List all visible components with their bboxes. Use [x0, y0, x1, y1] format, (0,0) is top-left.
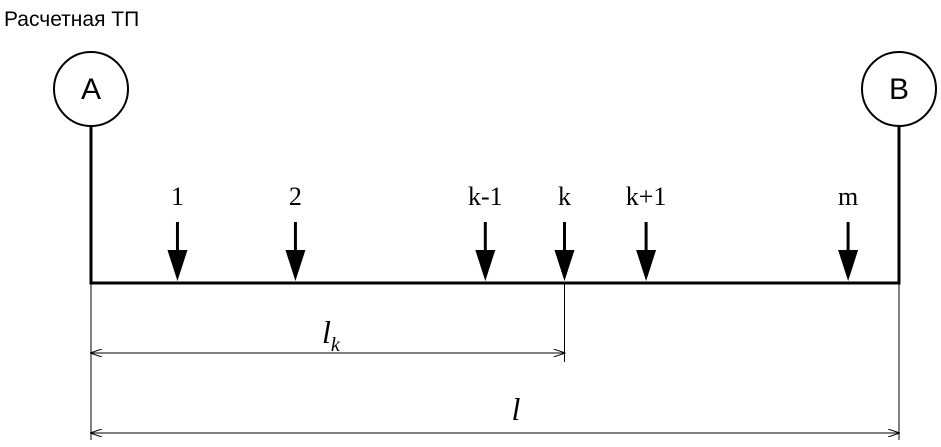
node-b-label: B — [889, 73, 909, 106]
load-label: k — [558, 182, 571, 211]
load-arrow-head — [285, 250, 306, 281]
load-4: k — [554, 182, 575, 281]
load-6: m — [838, 182, 858, 281]
load-1: 1 — [167, 182, 188, 281]
dimension-l: l — [91, 391, 899, 433]
dimension-lk-label: lk — [322, 314, 341, 356]
header-title: Расчетная ТП — [4, 8, 139, 31]
load-3: k-1 — [468, 182, 503, 281]
node-a-label: A — [81, 73, 101, 106]
node-a: A — [53, 51, 129, 127]
load-label: k+1 — [626, 182, 667, 211]
load-2: 2 — [285, 182, 306, 281]
load-label: 1 — [171, 182, 184, 211]
dimension-lk: lk — [91, 314, 564, 356]
load-label: k-1 — [468, 182, 503, 211]
dimension-extensions — [90, 283, 900, 440]
load-label: m — [838, 182, 858, 211]
main-line — [89, 126, 901, 285]
load-arrow-head — [475, 250, 496, 281]
loads-group: 1 2 k-1 k k+1 m — [167, 182, 858, 281]
dimension-lk-symbol: l — [322, 314, 331, 350]
load-arrow-head — [554, 250, 575, 281]
node-b: B — [861, 51, 937, 127]
dimension-l-label: l — [512, 391, 521, 427]
load-arrow-head — [838, 250, 859, 281]
load-5: k+1 — [626, 182, 667, 281]
load-arrow-head — [636, 250, 657, 281]
load-arrow-head — [167, 250, 188, 281]
dimension-lk-subscript: k — [331, 334, 341, 356]
load-label: 2 — [289, 182, 302, 211]
